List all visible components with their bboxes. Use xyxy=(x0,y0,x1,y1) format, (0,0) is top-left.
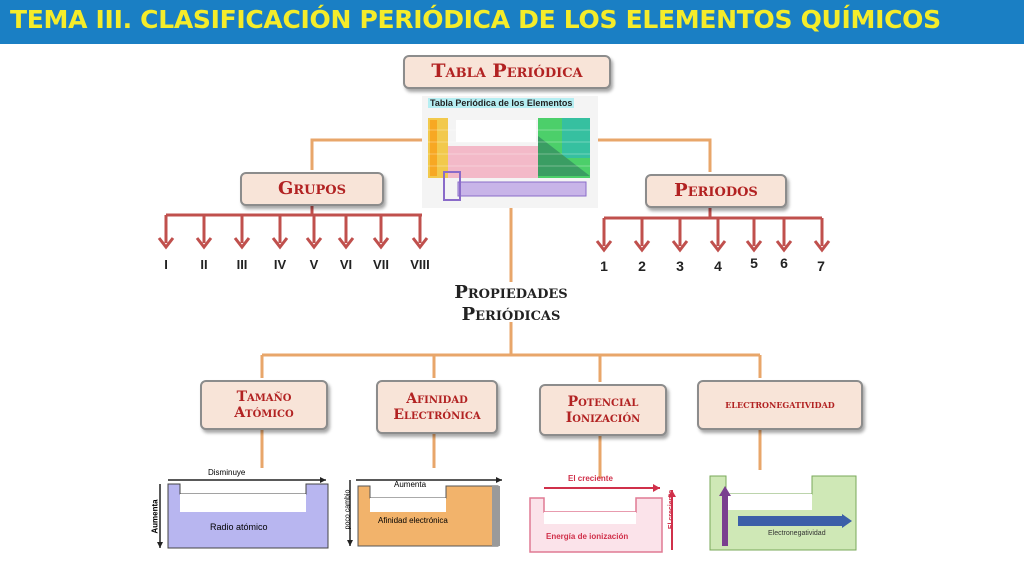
property-node-electronegativity: electronegatividad xyxy=(697,380,863,430)
group-arrow xyxy=(271,215,289,250)
group-arrow xyxy=(305,215,323,250)
group-arrow xyxy=(233,215,251,250)
property-node-atomic-size: Tamaño Atómico xyxy=(200,380,328,430)
group-arrows xyxy=(157,215,429,250)
group-arrow xyxy=(157,215,175,250)
trend-center-label: Energía de ionización xyxy=(546,532,629,541)
trend-figure-graphic xyxy=(157,477,329,549)
trend-figure-graphic xyxy=(529,484,676,553)
period-arrows xyxy=(595,218,831,253)
root-node: Tabla Periódica xyxy=(403,55,611,89)
root-label: Tabla Periódica xyxy=(431,60,583,83)
period-arrow xyxy=(633,218,651,253)
groups-node: Grupos xyxy=(240,172,384,206)
trend-figure-electronegativity: Electronegatividad xyxy=(708,472,858,552)
trend-figure-graphic xyxy=(709,475,857,551)
group-label: III xyxy=(236,257,248,272)
trend-side-label: El creciente xyxy=(668,489,676,530)
period-arrow xyxy=(595,218,613,253)
periodic-table-image: Tabla Periódica de los Elementos xyxy=(422,96,598,208)
trend-figure-graphic xyxy=(347,477,502,547)
periodic-table-graphic xyxy=(428,118,590,201)
period-arrow xyxy=(671,218,689,253)
header-banner: TEMA III. CLASIFICACIÓN PERIÓDICA DE LOS… xyxy=(0,0,1024,44)
group-arrow xyxy=(411,215,429,250)
period-arrow xyxy=(813,218,831,253)
property-label: Potencial Ionización xyxy=(565,393,641,426)
trend-side-label: Aumenta xyxy=(150,499,160,534)
trend-figure-atomic-radius: Disminuye Aumenta Radio atómico xyxy=(146,468,332,552)
trend-side-label: poco cambio xyxy=(344,489,352,530)
periods-label: Periodos xyxy=(674,179,758,201)
period-label: 2 xyxy=(638,258,646,274)
trend-figure-electron-affinity: Aumenta poco cambio Afinidad electrónica xyxy=(342,470,510,552)
period-arrow xyxy=(709,218,727,253)
period-label: 5 xyxy=(750,255,758,271)
periods-node: Periodos xyxy=(645,174,787,208)
groups-label: Grupos xyxy=(277,177,346,199)
trend-top-label: El creciente xyxy=(568,474,613,483)
group-label: V xyxy=(309,257,319,272)
property-label: Tamaño Atómico xyxy=(234,388,294,421)
period-label: 6 xyxy=(780,255,788,271)
group-label: VI xyxy=(339,257,353,272)
group-label: IV xyxy=(273,257,287,272)
group-arrow xyxy=(372,215,390,250)
periodic-table-title: Tabla Periódica de los Elementos xyxy=(428,98,575,108)
group-arrow xyxy=(337,215,355,250)
properties-label: Propiedades Periódicas xyxy=(454,282,568,325)
trend-figure-ionization: El creciente El creciente Energía de ion… xyxy=(528,472,688,554)
group-label: I xyxy=(164,257,168,272)
property-label: Afinidad Electrónica xyxy=(393,390,481,423)
period-arrow xyxy=(775,218,793,253)
group-arrow xyxy=(195,215,213,250)
group-label: VII xyxy=(373,257,389,272)
trend-center-label: Afinidad electrónica xyxy=(378,516,448,525)
group-label: II xyxy=(200,257,208,272)
period-arrow xyxy=(745,218,763,253)
property-node-ionization: Potencial Ionización xyxy=(539,384,667,436)
page-title: TEMA III. CLASIFICACIÓN PERIÓDICA DE LOS… xyxy=(10,5,941,34)
period-label: 4 xyxy=(714,258,722,274)
group-label: VIII xyxy=(410,257,430,272)
period-label: 3 xyxy=(676,258,684,274)
properties-heading: Propiedades Periódicas xyxy=(412,282,610,325)
period-label: 1 xyxy=(600,258,608,274)
trend-center-label: Radio atómico xyxy=(210,522,268,532)
trend-center-label: Electronegatividad xyxy=(768,530,826,537)
property-label: electronegatividad xyxy=(725,397,835,411)
period-label: 7 xyxy=(817,258,825,274)
trend-top-label: Disminuye xyxy=(208,468,246,477)
property-node-electron-affinity: Afinidad Electrónica xyxy=(376,380,498,434)
trend-top-label: Aumenta xyxy=(394,480,427,489)
